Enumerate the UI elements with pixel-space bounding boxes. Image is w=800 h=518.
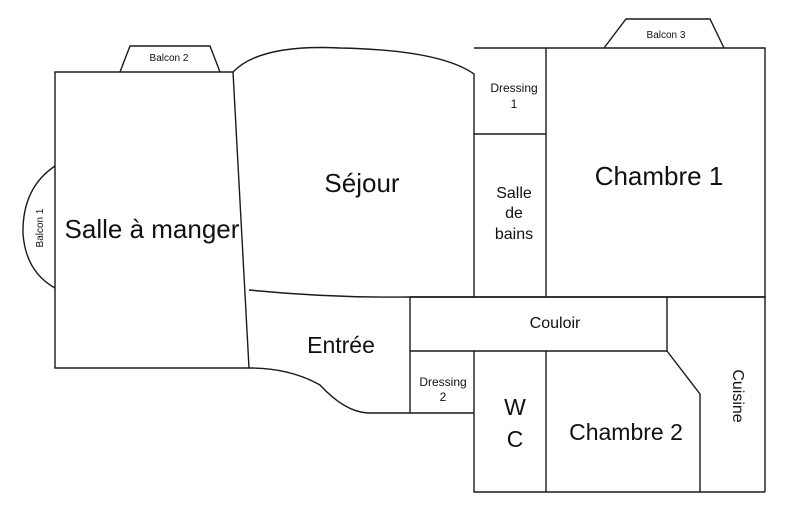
label-salle-de-bains-line-3: bains <box>495 226 533 243</box>
balcon-2-outline <box>119 45 221 73</box>
label-balcon-2: Balcon 2 <box>150 53 189 64</box>
sejour-outline <box>232 46 475 298</box>
label-salle-a-manger: Salle à manger <box>65 214 240 244</box>
label-chambre-1: Chambre 1 <box>595 161 724 191</box>
label-wc-line-2: C <box>507 426 524 452</box>
label-chambre-2: Chambre 2 <box>569 419 683 445</box>
label-salle-de-bains-line-2: de <box>505 205 523 222</box>
label-balcon-1: Balcon 1 <box>35 208 46 247</box>
wc-outline <box>473 351 765 493</box>
label-couloir: Couloir <box>530 315 581 332</box>
label-sejour: Séjour <box>324 168 399 198</box>
label-cuisine: Cuisine <box>729 369 746 422</box>
labels: Salle à manger Séjour Chambre 1 Entrée C… <box>35 30 746 452</box>
label-dressing-1-line-2: 1 <box>511 97 518 111</box>
walls <box>22 18 766 493</box>
balcon-3-outline <box>603 18 725 49</box>
label-wc-line-1: W <box>504 394 526 420</box>
label-dressing-2-line-2: 2 <box>440 390 447 404</box>
chambre-2-outline <box>666 350 701 492</box>
label-balcon-3: Balcon 3 <box>647 30 686 41</box>
label-dressing-2-line-1: Dressing <box>419 375 466 389</box>
couloir-outline <box>410 296 766 492</box>
label-dressing-1-line-1: Dressing <box>490 81 537 95</box>
label-salle-de-bains-line-1: Salle <box>496 185 532 202</box>
entree-outline <box>248 367 474 414</box>
label-entree: Entrée <box>307 332 375 358</box>
balcon-1-outline <box>22 165 56 289</box>
